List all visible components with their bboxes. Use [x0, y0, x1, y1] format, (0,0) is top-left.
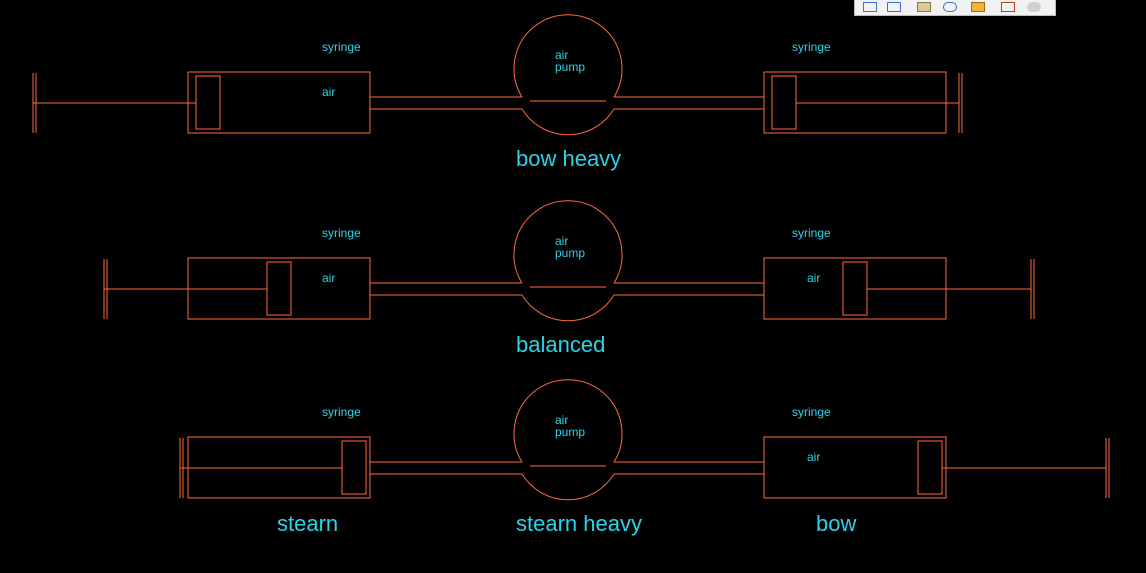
left-syringe-plunger	[195, 75, 221, 130]
export-tool-icon[interactable]	[1001, 2, 1015, 12]
right-syringe-label: syringe	[792, 226, 831, 240]
layers-tool-icon[interactable]	[917, 2, 931, 12]
right-syringe-label: syringe	[792, 40, 831, 54]
air-pump-label-line1: air	[555, 48, 568, 62]
cloud-tool-icon[interactable]	[1027, 2, 1041, 12]
left-syringe-label: syringe	[322, 226, 361, 240]
left-syringe-air-label: air	[322, 271, 335, 285]
air-pump-label-line1: air	[555, 234, 568, 248]
left-syringe-air-label: air	[322, 85, 335, 99]
left-syringe-label: syringe	[322, 405, 361, 419]
left-end-label: stearn	[277, 511, 338, 536]
left-syringe-barrel	[187, 71, 371, 134]
right-end-label: bow	[816, 511, 856, 536]
right-syringe-barrel	[763, 436, 947, 499]
air-pump-circle-bottom	[521, 294, 615, 322]
air-pump-label-line2: pump	[555, 425, 585, 439]
diagram-tool-icon[interactable]	[863, 2, 877, 12]
air-pump-circle-bottom	[521, 473, 615, 501]
right-syringe-plunger	[842, 261, 868, 316]
ruler-tool-icon[interactable]	[971, 2, 985, 12]
air-pump-circle-top	[513, 14, 623, 98]
air-pump-label-line2: pump	[555, 60, 585, 74]
air-pump-circle-top	[513, 200, 623, 284]
air-pump-label-line2: pump	[555, 246, 585, 260]
air-pump-circle-top	[513, 379, 623, 463]
rectangle-tool-icon[interactable]	[887, 2, 901, 12]
right-syringe-plunger	[917, 440, 943, 495]
left-syringe-plunger	[266, 261, 292, 316]
row-caption: balanced	[516, 332, 605, 357]
air-pump-label-line1: air	[555, 413, 568, 427]
right-syringe-air-label: air	[807, 271, 820, 285]
right-syringe-plunger	[771, 75, 797, 130]
right-syringe-air-label: air	[807, 450, 820, 464]
air-pump-circle-bottom	[521, 108, 615, 136]
toolbar	[854, 0, 1056, 16]
left-syringe-label: syringe	[322, 40, 361, 54]
right-syringe-label: syringe	[792, 405, 831, 419]
left-syringe-plunger	[341, 440, 367, 495]
row-caption: bow heavy	[516, 146, 621, 171]
link-tool-icon[interactable]	[943, 2, 957, 12]
row-caption: stearn heavy	[516, 511, 642, 536]
